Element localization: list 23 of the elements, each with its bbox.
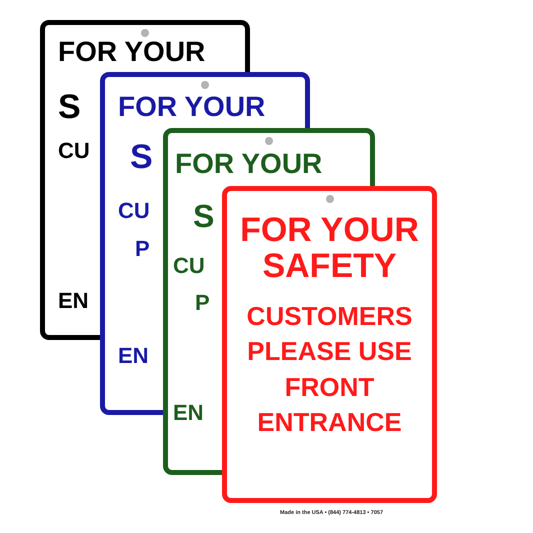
sign-text: FOR YOUR: [118, 93, 266, 121]
sign-panel: [100, 72, 310, 128]
sign-text: EN: [118, 345, 149, 367]
sign-text: FOR YOUR: [58, 38, 206, 66]
sign-text: S: [130, 140, 153, 174]
sign-text: P: [135, 238, 150, 260]
sign-text: P: [195, 292, 210, 314]
sign-text: CUSTOMERS PLEASE USE FRONT ENTRANCE: [246, 300, 414, 440]
sign-text: CU: [173, 255, 205, 277]
sign-panel: [163, 186, 222, 475]
sign-text: EN: [173, 402, 204, 424]
sign-text: S: [193, 200, 214, 232]
sign-text: CU: [118, 200, 150, 222]
sign-panel: [40, 20, 250, 72]
sign-text: S: [58, 90, 81, 124]
sign-panel: [100, 128, 163, 415]
sign-text: FOR YOUR: [175, 150, 322, 178]
sign-panel: [163, 128, 375, 186]
sign-text: CU: [58, 140, 90, 162]
sign-panel: [222, 186, 437, 503]
sign-text: FOR YOUR SAFETY: [239, 213, 420, 284]
sign-panel: [40, 72, 100, 340]
sign-text: EN: [58, 290, 89, 312]
